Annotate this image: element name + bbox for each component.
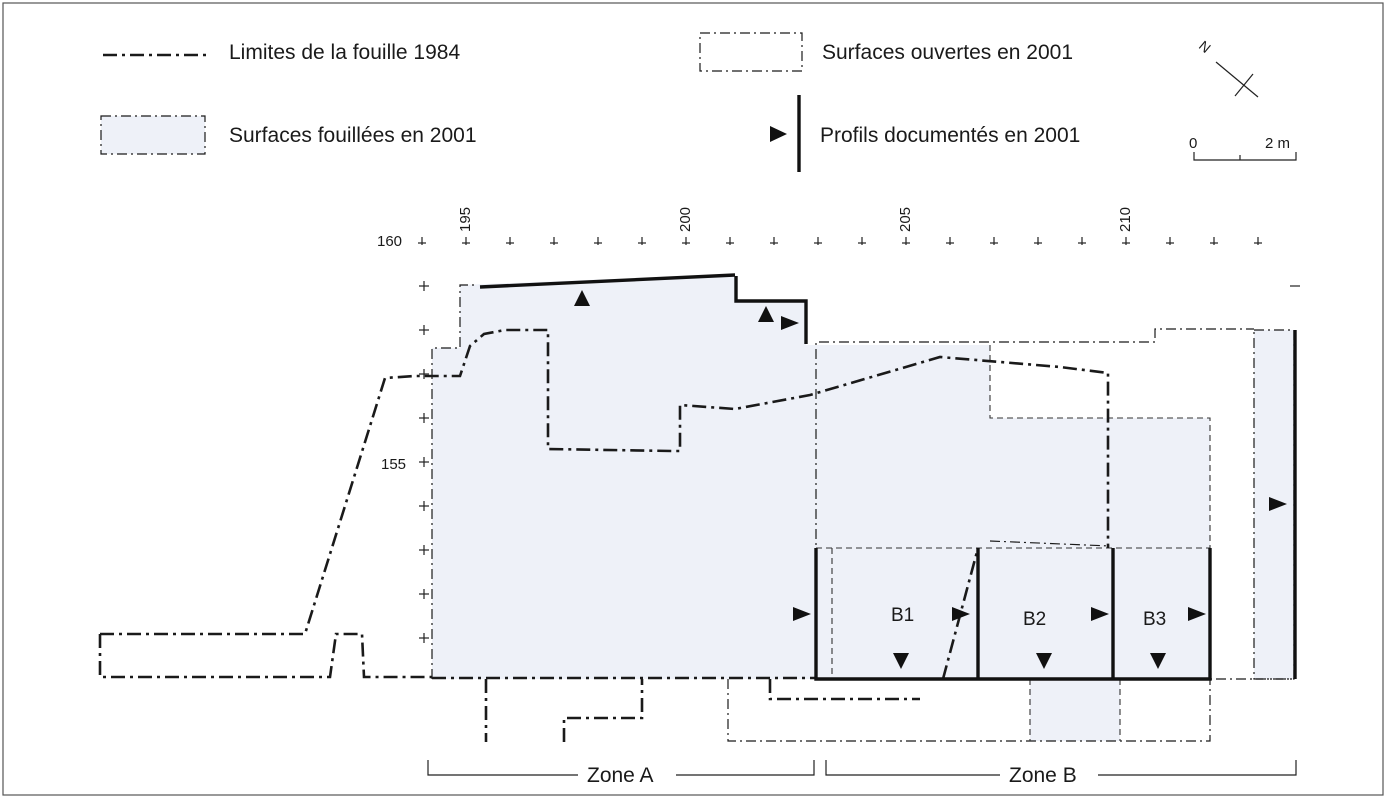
profile-arrow-right-2 xyxy=(793,607,811,621)
open-outline-zone-b-north xyxy=(815,328,1254,679)
profile-arrow-right-4 xyxy=(1091,607,1109,621)
scale-zero-label: 0 xyxy=(1189,135,1197,152)
open-outline-zone-b-step xyxy=(989,345,1211,548)
open-b1-b2-dash xyxy=(989,540,1111,547)
sector-label-b2: B2 xyxy=(1023,609,1046,630)
excavated-zone-a xyxy=(432,274,816,679)
profile-north-a2 xyxy=(734,276,808,344)
profiles xyxy=(479,273,1297,681)
legend-label-excavated-2001: Surfaces fouillées en 2001 xyxy=(229,124,477,147)
zone-label-a: Zone A xyxy=(587,764,654,787)
profile-arrow-down-1 xyxy=(893,653,909,669)
profile-arrow-up-1 xyxy=(574,290,590,306)
legend-swatch-excavated-2001-border xyxy=(100,115,206,155)
x-label-195: 195 xyxy=(457,207,474,232)
limit-1984-south-2 xyxy=(562,679,644,742)
side-ticks xyxy=(419,281,1300,643)
y-label-160: 160 xyxy=(377,233,402,250)
profile-arrow-right-3 xyxy=(952,607,970,621)
zone-label-b: Zone B xyxy=(1009,764,1077,787)
profile-arrow-up-2 xyxy=(758,306,774,322)
zone-b-bracket: Zone B xyxy=(825,760,1297,787)
open-outline-zone-a xyxy=(431,284,478,679)
limit-1984-west-box xyxy=(98,632,432,679)
profile-arrow-down-3 xyxy=(1150,653,1166,669)
sector-label-b1: B1 xyxy=(891,605,914,626)
excavated-south-square xyxy=(1030,679,1120,741)
north-arrow-icon: N xyxy=(1196,37,1259,98)
profile-north-a xyxy=(479,273,736,289)
legend-label-profiles-2001: Profils documentés en 2001 xyxy=(820,124,1080,147)
open-south-extension xyxy=(727,679,1211,742)
profile-arrow-right-6 xyxy=(1269,497,1287,511)
excavated-surfaces xyxy=(432,274,1294,741)
profile-arrow-right-5 xyxy=(1188,607,1206,621)
y-label-155: 155 xyxy=(381,456,406,473)
legend-swatch-open-2001 xyxy=(699,32,803,72)
legend-profile-arrow xyxy=(770,126,787,142)
top-ticks xyxy=(418,237,1262,245)
legend: Limites de la fouille 1984 Surfaces ouve… xyxy=(100,32,1297,172)
legend-label-limits-1984: Limites de la fouille 1984 xyxy=(229,41,460,64)
profile-arrow-right-1 xyxy=(781,316,799,330)
grid-ticks: 195 200 205 210 160 155 xyxy=(377,207,1300,643)
legend-swatch-excavated-2001 xyxy=(101,116,205,154)
profile-arrows xyxy=(574,290,1287,669)
open-surfaces xyxy=(431,284,1295,742)
sector-label-b3: B3 xyxy=(1143,609,1166,630)
legend-label-open-2001: Surfaces ouvertes en 2001 xyxy=(822,41,1073,64)
profile-arrow-down-2 xyxy=(1036,653,1052,669)
zone-a-bracket: Zone A xyxy=(427,760,815,787)
x-label-205: 205 xyxy=(897,207,914,232)
scale-bar: 0 2 m xyxy=(1189,135,1297,161)
north-label: N xyxy=(1196,37,1214,56)
limit-1984-west xyxy=(100,328,1110,636)
x-label-210: 210 xyxy=(1117,207,1134,232)
limit-1984-south-3 xyxy=(768,679,920,701)
x-label-200: 200 xyxy=(677,207,694,232)
scale-end-label: 2 m xyxy=(1265,135,1290,152)
profile-b-frame xyxy=(814,548,1212,681)
